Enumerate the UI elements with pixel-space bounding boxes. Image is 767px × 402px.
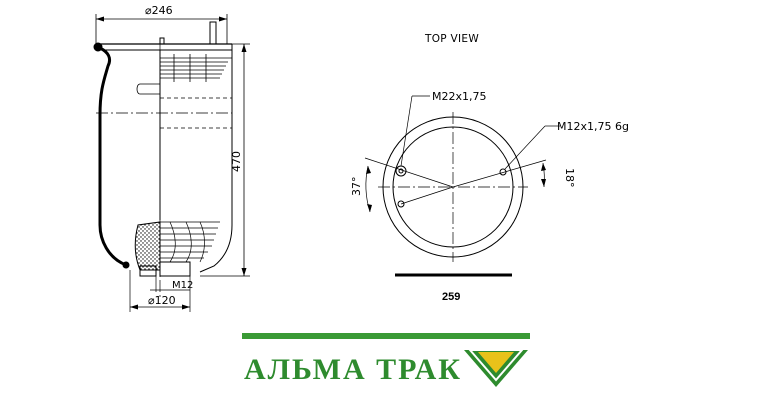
angle-right-label: 18° (563, 168, 576, 188)
part-number: 259 (442, 291, 460, 303)
brand-logo-icon (464, 349, 528, 387)
brand-bar (242, 333, 530, 339)
dim-thread-bottom: M12 (172, 280, 193, 291)
thread-small-label: M12x1,75 6g (557, 120, 629, 133)
thread-large-label: M22x1,75 (432, 90, 487, 103)
brand-name: АЛЬМА ТРАК (244, 353, 462, 386)
dim-top-diameter: ⌀246 (145, 4, 173, 17)
dim-bottom-diameter: ⌀120 (148, 294, 176, 307)
top-view-title: TOP VIEW (424, 33, 479, 45)
angle-left-label: 37° (350, 177, 363, 197)
dim-height: 470 (230, 151, 243, 172)
side-view (93, 14, 250, 312)
top-view (364, 95, 560, 277)
